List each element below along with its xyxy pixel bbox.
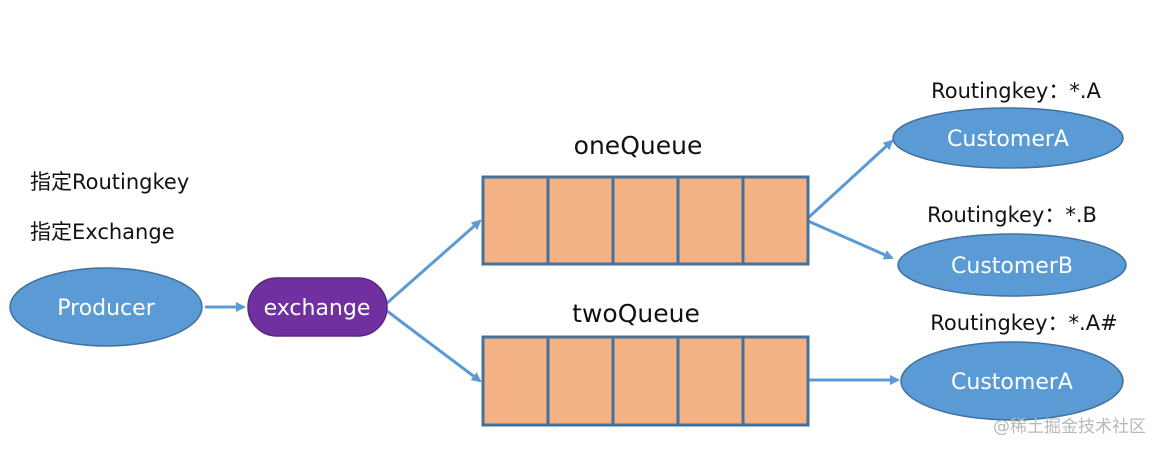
exchange-node: exchange — [247, 277, 388, 337]
routing-key-customer-a-top: Routingkey：*.A — [931, 79, 1101, 103]
two-queue-title: twoQueue — [572, 299, 700, 328]
exchange-label: exchange — [264, 296, 371, 321]
routing-key-customer-b: Routingkey：*.B — [927, 203, 1097, 227]
arrow-one-queue-to-customer-a — [806, 139, 894, 220]
exchange-note: 指定Exchange — [30, 220, 175, 244]
routing-key-customer-a-bottom: Routingkey：*.A# — [930, 311, 1117, 335]
arrow-exchange-to-one-queue — [386, 219, 482, 305]
customer-b-node: CustomerB — [897, 233, 1127, 297]
two-queue — [481, 335, 810, 427]
arrows — [205, 139, 900, 385]
one-queue — [481, 175, 810, 266]
arrow-one-queue-to-customer-b — [807, 219, 894, 260]
customer-a-top-node: CustomerA — [892, 107, 1124, 169]
watermark: @稀土掘金技术社区 — [993, 417, 1146, 437]
arrow-exchange-to-two-queue — [386, 309, 482, 383]
producer-node: Producer — [9, 267, 203, 347]
customer-a-bottom-label: CustomerA — [951, 370, 1073, 395]
customer-a-top-label: CustomerA — [947, 127, 1069, 152]
producer-label: Producer — [57, 296, 155, 321]
one-queue-title: oneQueue — [574, 131, 703, 160]
customer-b-label: CustomerB — [951, 254, 1073, 279]
routing-key-note: 指定Routingkey — [30, 170, 190, 194]
customer-a-bottom-node: CustomerA — [900, 341, 1124, 421]
